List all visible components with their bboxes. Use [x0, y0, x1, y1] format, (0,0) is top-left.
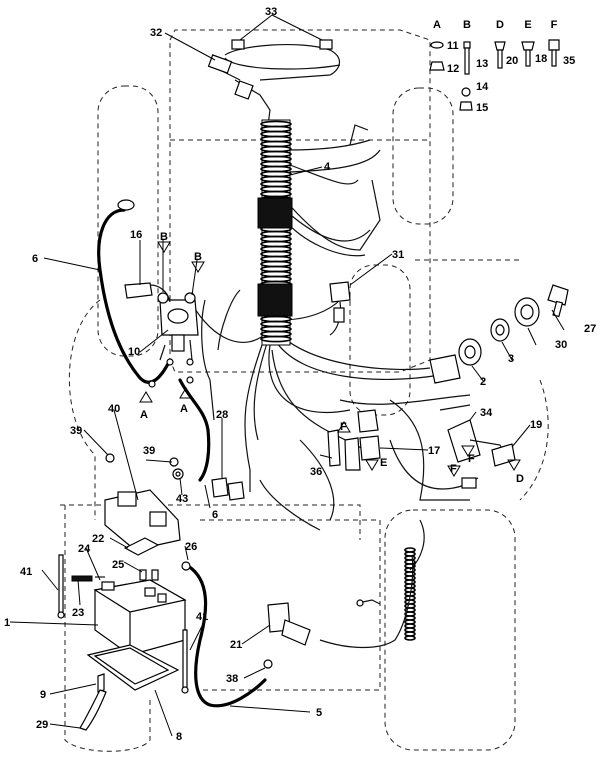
callout-31: 31 — [392, 249, 404, 261]
ref-f-2: F — [450, 463, 457, 475]
callout-19: 19 — [530, 419, 542, 431]
callout-6-lower: 6 — [212, 509, 218, 521]
callout-9: 9 — [40, 689, 46, 701]
bezel-30[interactable] — [514, 297, 540, 327]
connector-33[interactable] — [224, 39, 341, 81]
coil-cord — [319, 547, 416, 649]
bolt-41-right[interactable] — [181, 629, 189, 694]
callout-4: 4 — [324, 161, 331, 173]
callout-8: 8 — [176, 731, 182, 743]
washer-43[interactable] — [172, 468, 184, 480]
callout-10: 10 — [128, 346, 140, 358]
ref-a-1: A — [140, 409, 148, 421]
bolt-41-left[interactable] — [57, 554, 65, 619]
callout-18: 18 — [535, 53, 547, 65]
battery-1[interactable] — [93, 579, 187, 656]
hardware-headers: A B D E F — [433, 19, 558, 31]
ref-a-2: A — [180, 403, 188, 415]
connector-32[interactable] — [207, 54, 254, 100]
cable-6-lower — [178, 378, 211, 482]
callout-40: 40 — [108, 403, 120, 415]
hardware-header-b: B — [463, 19, 471, 31]
callout-6-upper: 6 — [32, 253, 38, 265]
callout-labels: 33 32 11 12 13 14 15 20 18 35 4 6 16 B B… — [4, 6, 596, 743]
battery-cable-5 — [181, 561, 267, 708]
reference-markers — [139, 241, 521, 477]
strap-29 — [79, 689, 107, 731]
callout-12: 12 — [447, 63, 459, 75]
callout-17: 17 — [428, 445, 440, 457]
solenoid-terminals — [148, 358, 194, 388]
callout-leader-lines — [9, 14, 565, 737]
connector-28[interactable] — [211, 477, 245, 501]
harness-loom — [257, 119, 293, 346]
switch-17[interactable] — [357, 409, 381, 461]
ref-d-1: D — [516, 473, 524, 485]
battery-cover-22 — [123, 537, 160, 556]
callout-16: 16 — [130, 229, 142, 241]
callout-20: 20 — [506, 55, 518, 67]
callout-39-left: 39 — [70, 425, 82, 437]
ignition-switch-2[interactable] — [429, 338, 482, 384]
callout-33: 33 — [265, 6, 277, 18]
callout-1: 1 — [4, 617, 10, 629]
callout-13: 13 — [476, 58, 488, 70]
callout-35: 35 — [563, 55, 575, 67]
connector-31[interactable] — [329, 281, 351, 336]
callout-36: 36 — [310, 466, 322, 478]
hardware-header-f: F — [551, 19, 558, 31]
switch-34[interactable] — [447, 419, 516, 467]
bracket-36[interactable] — [327, 429, 361, 471]
callout-15: 15 — [476, 102, 488, 114]
callout-27: 27 — [584, 323, 596, 335]
callout-2: 2 — [480, 376, 486, 388]
nut-3[interactable] — [490, 318, 510, 342]
key-27[interactable] — [547, 284, 569, 318]
callout-14: 14 — [476, 81, 489, 93]
callout-34: 34 — [480, 407, 493, 419]
callout-26: 26 — [185, 541, 197, 553]
solenoid-10[interactable] — [157, 292, 199, 361]
callout-32: 32 — [150, 27, 162, 39]
hardware-legend — [429, 39, 560, 111]
ref-e-1: E — [380, 457, 387, 469]
hardware-header-a: A — [433, 19, 441, 31]
switch-21[interactable] — [267, 602, 311, 646]
wire-loop-right — [389, 404, 479, 490]
ref-b-1: B — [160, 231, 168, 243]
callout-39-right: 39 — [143, 445, 155, 457]
ref-f-1: F — [340, 421, 347, 433]
ring-terminal-38[interactable] — [263, 599, 381, 669]
callout-3: 3 — [508, 353, 514, 365]
callout-43: 43 — [176, 493, 188, 505]
callout-23: 23 — [72, 607, 84, 619]
callout-41-right: 41 — [196, 611, 208, 623]
bolt-9[interactable] — [97, 673, 105, 693]
callout-41-left: 41 — [20, 566, 32, 578]
callout-11: 11 — [447, 40, 459, 52]
callout-21: 21 — [230, 639, 242, 651]
ref-b-2: B — [194, 251, 202, 263]
ref-f-3: F — [468, 453, 475, 465]
callout-28: 28 — [216, 409, 228, 421]
callout-5: 5 — [316, 707, 322, 719]
callout-22: 22 — [92, 533, 104, 545]
callout-30: 30 — [555, 339, 567, 351]
terminal-hardware[interactable] — [71, 569, 159, 582]
callout-25: 25 — [112, 559, 124, 571]
callout-38: 38 — [226, 673, 238, 685]
callout-24: 24 — [78, 543, 91, 555]
hardware-header-e: E — [524, 19, 531, 31]
wire-bundle — [189, 69, 471, 571]
battery-box-40 — [104, 489, 181, 551]
hardware-header-d: D — [496, 19, 504, 31]
callout-29: 29 — [36, 719, 48, 731]
battery-tray-8[interactable] — [86, 644, 180, 691]
washer-39-left[interactable] — [105, 453, 115, 463]
